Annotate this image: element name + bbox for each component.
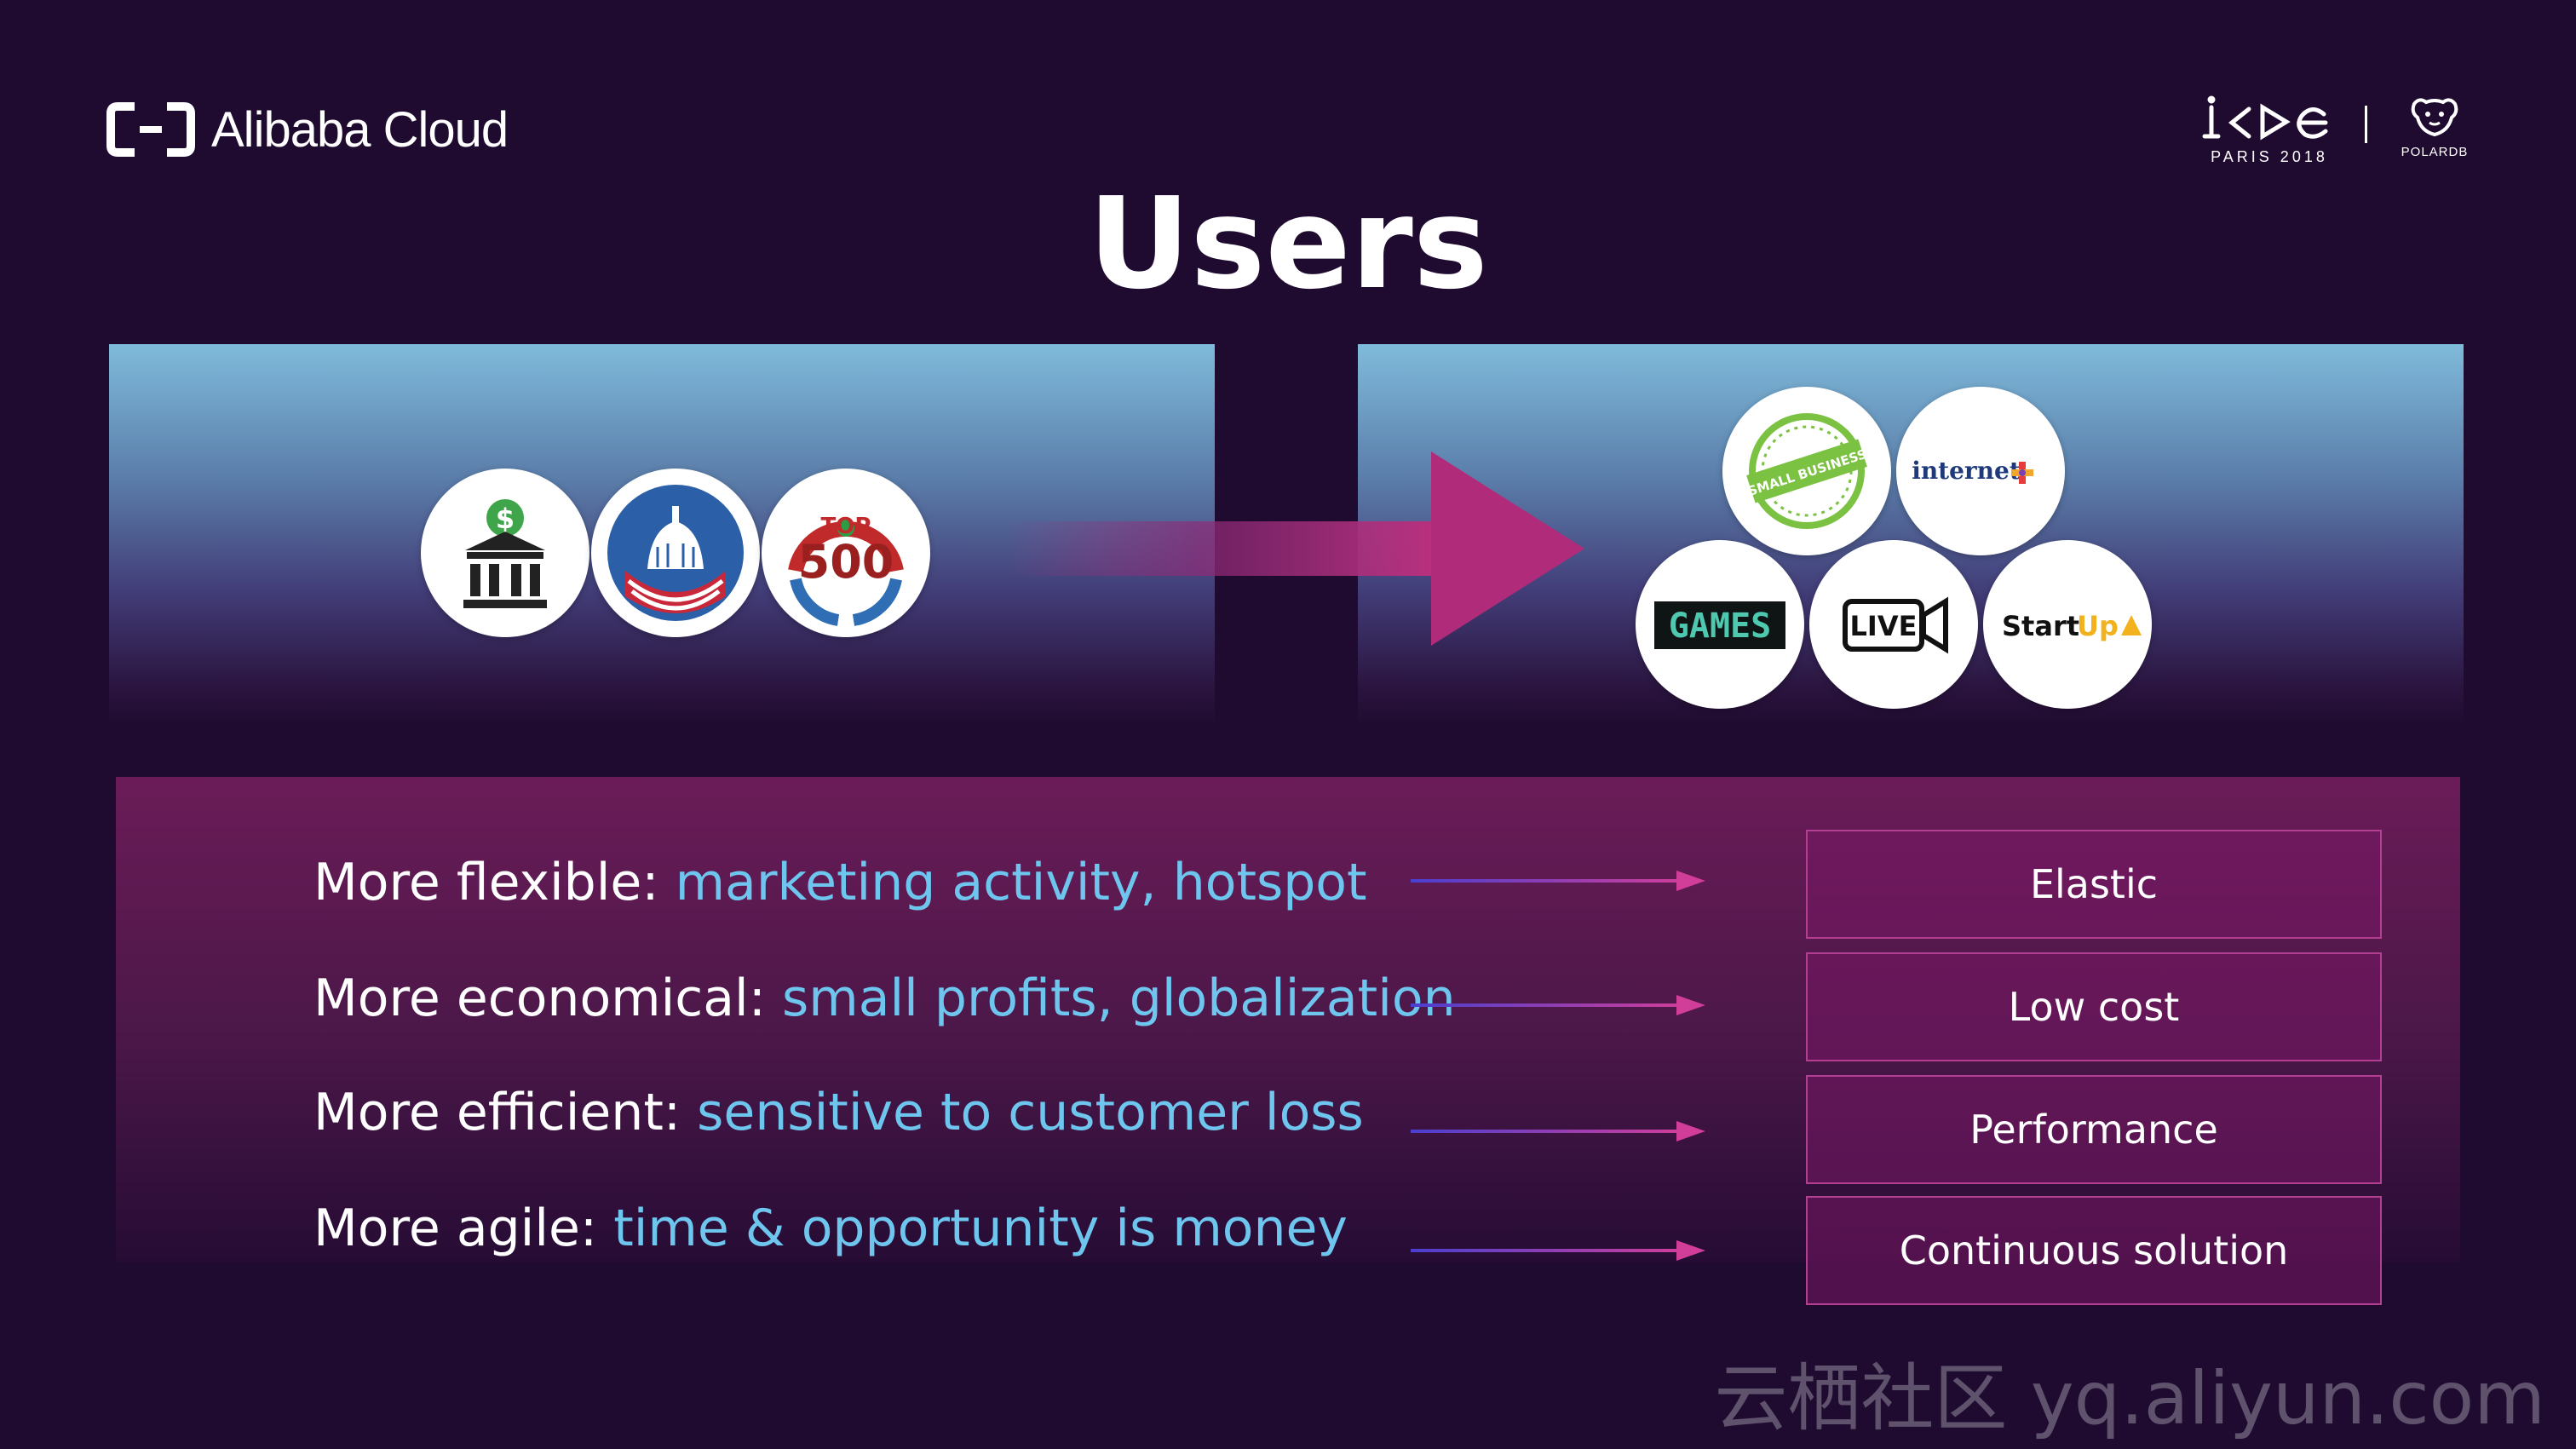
event-location: PARIS 2018 bbox=[2211, 148, 2328, 165]
benefit-row: More economical: small profits, globaliz… bbox=[313, 964, 1456, 1032]
top-500-icon: TOP 500 bbox=[762, 469, 930, 637]
small-business-icon: SMALL BUSINESS bbox=[1722, 387, 1891, 555]
arrow-right-icon bbox=[1411, 1240, 1705, 1261]
benefit-label: More efficient: bbox=[313, 1083, 698, 1142]
polardb-logo: POLARDB bbox=[2395, 95, 2474, 164]
svg-text:TOP: TOP bbox=[821, 514, 871, 539]
benefit-detail: time & opportunity is money bbox=[613, 1199, 1348, 1258]
svg-text:Up: Up bbox=[2077, 610, 2119, 642]
new-users-panel: SMALL BUSINESS internet GAMES LIVE Start… bbox=[1358, 344, 2464, 724]
alibaba-cloud-mark-icon bbox=[106, 102, 195, 157]
svg-text:internet: internet bbox=[1912, 457, 2021, 485]
watermark: 云栖社区 yq.aliyun.com bbox=[1714, 1356, 2545, 1441]
result-box-low-cost: Low cost bbox=[1806, 952, 2382, 1061]
svg-text:500: 500 bbox=[798, 535, 894, 589]
benefit-detail: small profits, globalization bbox=[782, 969, 1456, 1028]
benefit-row: More agile: time & opportunity is money bbox=[313, 1194, 1348, 1262]
icde-wordmark-icon bbox=[2202, 95, 2328, 141]
result-box-elastic: Elastic bbox=[1806, 830, 2382, 939]
transition-arrow-icon bbox=[1005, 451, 1584, 646]
benefit-detail: sensitive to customer loss bbox=[697, 1083, 1364, 1142]
games-icon: GAMES bbox=[1636, 540, 1804, 709]
live-video-icon: LIVE bbox=[1809, 540, 1978, 709]
bank-icon: $ bbox=[421, 469, 589, 637]
partner-name: POLARDB bbox=[2401, 145, 2469, 159]
svg-text:Start: Start bbox=[2002, 610, 2079, 642]
arrow-right-icon bbox=[1411, 995, 1705, 1015]
brand-name: Alibaba Cloud bbox=[211, 101, 509, 158]
svg-text:GAMES: GAMES bbox=[1669, 607, 1771, 646]
result-box-performance: Performance bbox=[1806, 1075, 2382, 1184]
arrow-right-icon bbox=[1411, 1121, 1705, 1141]
result-box-continuous-solution: Continuous solution bbox=[1806, 1196, 2382, 1305]
slide-title: Users bbox=[1088, 170, 1488, 317]
benefit-row: More efficient: sensitive to customer lo… bbox=[313, 1078, 1364, 1147]
benefit-label: More flexible: bbox=[313, 853, 676, 912]
benefit-detail: marketing activity, hotspot bbox=[675, 853, 1367, 912]
arrow-right-icon bbox=[1411, 871, 1705, 891]
startup-icon: Start Up bbox=[1983, 540, 2152, 709]
icde-logo: PARIS 2018 bbox=[2201, 95, 2337, 165]
polardb-bear-icon bbox=[2411, 98, 2458, 137]
header-divider bbox=[2365, 106, 2367, 143]
benefit-label: More agile: bbox=[313, 1199, 614, 1258]
alibaba-cloud-logo: Alibaba Cloud bbox=[106, 99, 509, 160]
svg-text:$: $ bbox=[496, 503, 515, 535]
internet-plus-icon: internet bbox=[1896, 387, 2065, 555]
benefit-label: More economical: bbox=[313, 969, 782, 1028]
government-capitol-icon bbox=[591, 469, 760, 637]
benefit-row: More flexible: marketing activity, hotsp… bbox=[313, 848, 1367, 917]
svg-text:LIVE: LIVE bbox=[1850, 610, 1918, 642]
